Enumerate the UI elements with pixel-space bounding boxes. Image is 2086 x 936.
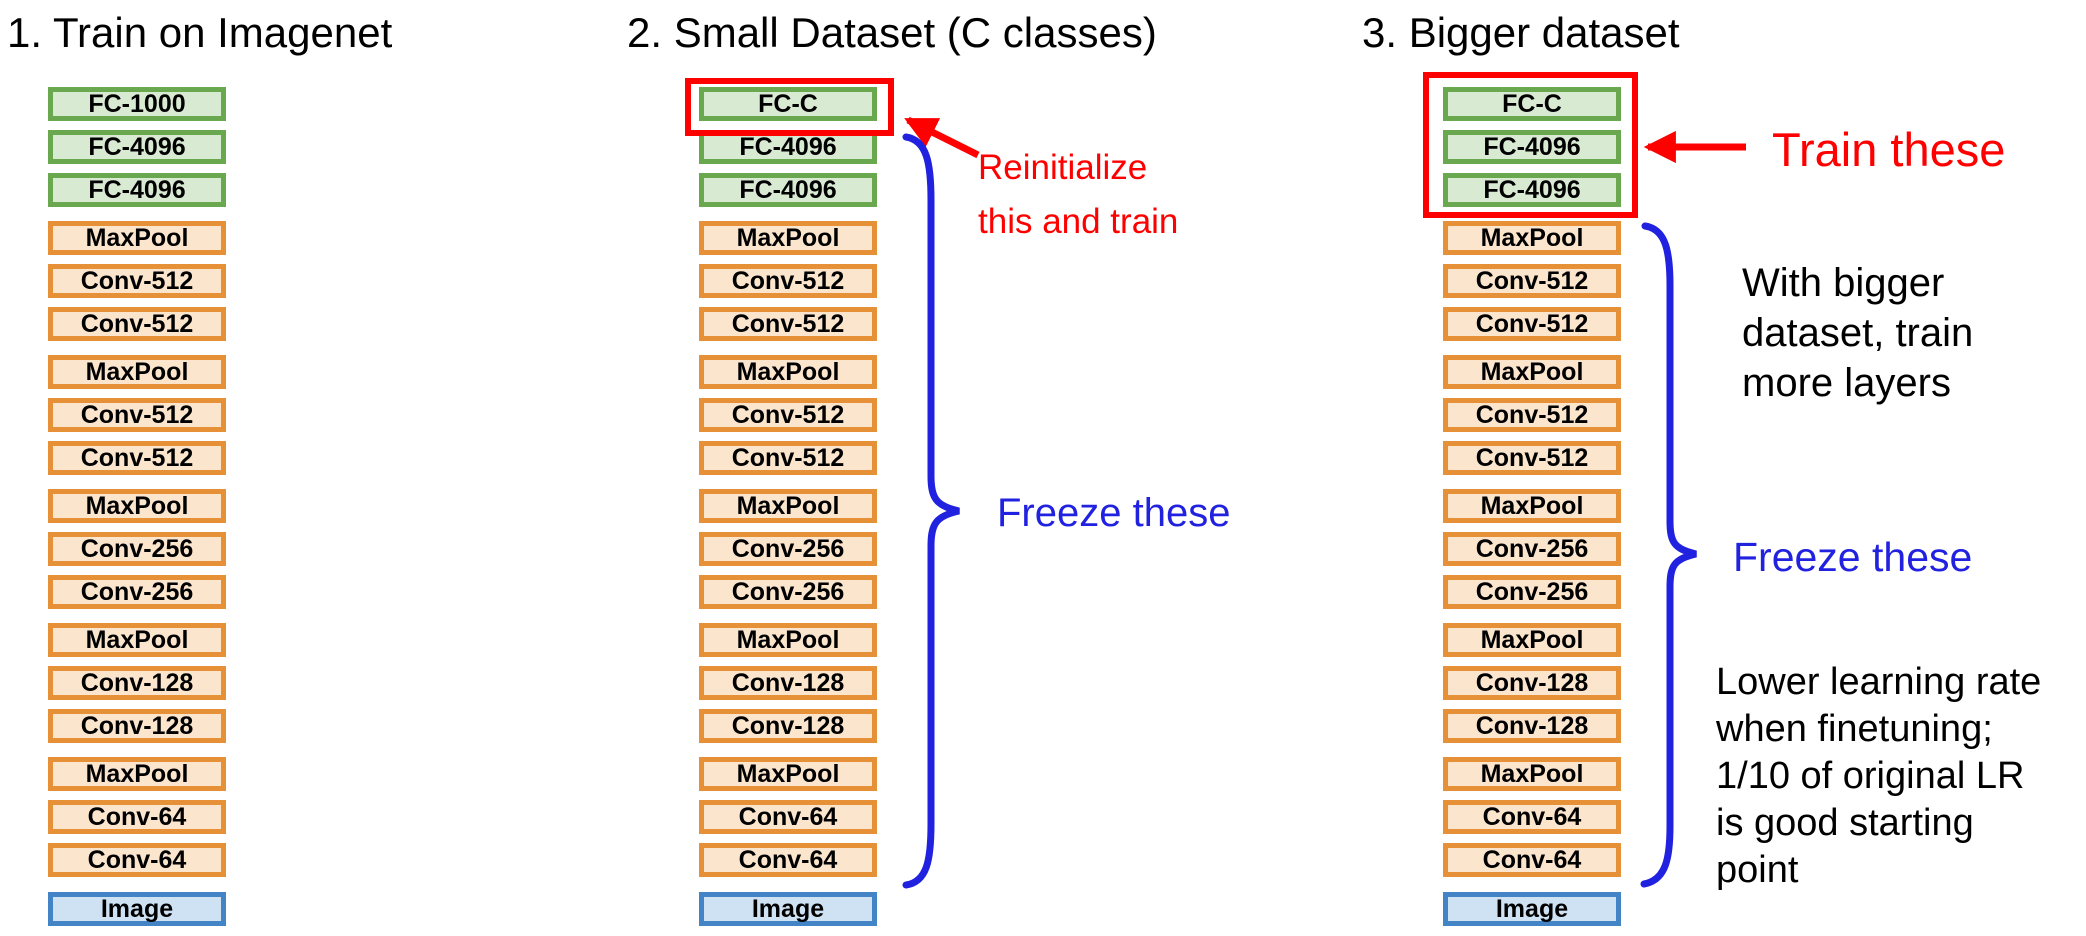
layer-box-maxpool: MaxPool [1443, 623, 1621, 657]
layer-box-conv-64: Conv-64 [1443, 843, 1621, 877]
layer-box-conv-512: Conv-512 [1443, 441, 1621, 475]
note-reinitialize-this-and-train: Reinitialize this and train [978, 148, 1179, 241]
layer-box-image: Image [48, 892, 226, 926]
layer-box-fc-1000: FC-1000 [48, 87, 226, 121]
layer-box-image: Image [1443, 892, 1621, 926]
layer-box-conv-512: Conv-512 [48, 398, 226, 432]
layer-box-conv-64: Conv-64 [1443, 800, 1621, 834]
layer-box-conv-512: Conv-512 [699, 307, 877, 341]
layer-box-conv-64: Conv-64 [699, 843, 877, 877]
layer-box-fc-c: FC-C [699, 87, 877, 121]
layer-box-conv-512: Conv-512 [48, 441, 226, 475]
note-freeze-these-small-dataset: Freeze these [997, 491, 1231, 535]
layer-box-conv-256: Conv-256 [699, 532, 877, 566]
layer-box-conv-256: Conv-256 [1443, 532, 1621, 566]
layer-box-conv-256: Conv-256 [48, 575, 226, 609]
layer-box-conv-64: Conv-64 [48, 843, 226, 877]
arrow-reinitialize [904, 116, 980, 159]
layer-box-conv-128: Conv-128 [699, 709, 877, 743]
layer-box-conv-512: Conv-512 [1443, 307, 1621, 341]
layer-box-maxpool: MaxPool [699, 623, 877, 657]
layer-box-conv-256: Conv-256 [699, 575, 877, 609]
layer-box-conv-128: Conv-128 [1443, 709, 1621, 743]
layer-box-fc-4096: FC-4096 [48, 173, 226, 207]
layer-box-maxpool: MaxPool [48, 489, 226, 523]
layer-box-maxpool: MaxPool [48, 221, 226, 255]
layer-box-conv-512: Conv-512 [1443, 398, 1621, 432]
layer-box-fc-4096: FC-4096 [699, 173, 877, 207]
layer-box-maxpool: MaxPool [699, 757, 877, 791]
layer-box-maxpool: MaxPool [1443, 489, 1621, 523]
layer-box-maxpool: MaxPool [1443, 757, 1621, 791]
note-freeze-these-bigger-dataset: Freeze these [1733, 534, 1973, 580]
layer-box-maxpool: MaxPool [1443, 355, 1621, 389]
layer-box-maxpool: MaxPool [1443, 221, 1621, 255]
layer-box-maxpool: MaxPool [699, 489, 877, 523]
note-lower-learning-rate: Lower learning rate when finetuning; 1/1… [1716, 661, 2042, 891]
layer-box-maxpool: MaxPool [48, 355, 226, 389]
layer-box-conv-512: Conv-512 [699, 398, 877, 432]
layer-box-maxpool: MaxPool [699, 355, 877, 389]
column-title-bigger-dataset: 3. Bigger dataset [1362, 9, 1680, 56]
layer-box-maxpool: MaxPool [48, 623, 226, 657]
freeze-brace-bigger-dataset [1640, 222, 1697, 888]
note-with-bigger-dataset: With bigger dataset, train more layers [1742, 261, 1974, 405]
layer-box-conv-256: Conv-256 [1443, 575, 1621, 609]
highlight-box-fc-c [685, 78, 894, 136]
layer-box-conv-512: Conv-512 [699, 441, 877, 475]
layer-box-conv-128: Conv-128 [699, 666, 877, 700]
freeze-brace-small-dataset [902, 133, 960, 889]
layer-box-conv-512: Conv-512 [699, 264, 877, 298]
layer-box-conv-64: Conv-64 [48, 800, 226, 834]
layer-box-image: Image [699, 892, 877, 926]
layer-box-conv-512: Conv-512 [48, 264, 226, 298]
layer-box-maxpool: MaxPool [48, 757, 226, 791]
column-title-small-dataset: 2. Small Dataset (C classes) [627, 9, 1157, 56]
layer-box-fc-4096: FC-4096 [1443, 130, 1621, 164]
layer-box-conv-64: Conv-64 [699, 800, 877, 834]
layer-box-fc-4096: FC-4096 [48, 130, 226, 164]
layer-box-fc-c: FC-C [1443, 87, 1621, 121]
layer-box-fc-4096: FC-4096 [1443, 173, 1621, 207]
column-title-train-imagenet: 1. Train on Imagenet [7, 9, 393, 56]
layer-box-conv-128: Conv-128 [48, 666, 226, 700]
highlight-box-fc-layers [1423, 72, 1638, 218]
note-train-these: Train these [1772, 123, 2006, 176]
layer-box-conv-128: Conv-128 [1443, 666, 1621, 700]
layer-box-conv-256: Conv-256 [48, 532, 226, 566]
layer-box-conv-512: Conv-512 [48, 307, 226, 341]
layer-box-conv-512: Conv-512 [1443, 264, 1621, 298]
layer-box-conv-128: Conv-128 [48, 709, 226, 743]
layer-box-maxpool: MaxPool [699, 221, 877, 255]
